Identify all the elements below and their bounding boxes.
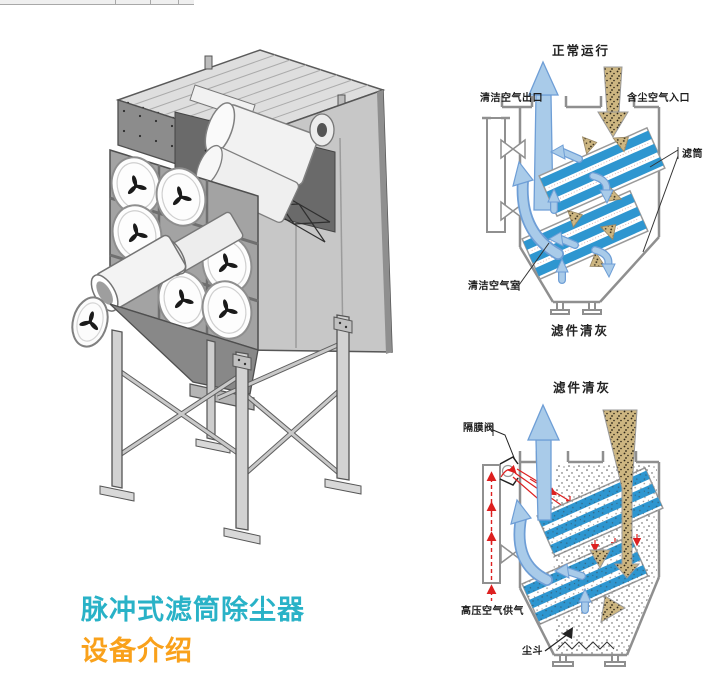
dust-pile <box>557 641 615 650</box>
lid-tab <box>204 55 213 70</box>
label-clean-air-chamber: 清洁空气室 <box>468 281 521 292</box>
label-pointers <box>492 424 573 652</box>
airflow-arrows <box>512 144 616 284</box>
dusty-air-down-arrow <box>597 66 629 138</box>
label-high-pressure-air-supply: 高压空气供气 <box>461 606 524 617</box>
airflow-arrows <box>510 403 592 614</box>
cabinet-front-face <box>109 148 259 352</box>
clean-air-duct <box>482 116 526 233</box>
filter-cartridge-ends <box>110 156 253 340</box>
dusty-air-down-arrow <box>589 409 641 623</box>
section-title: 设备介绍 <box>81 636 193 667</box>
hopper-feet <box>550 301 602 315</box>
label-dust-hopper: 尘斗 <box>522 646 543 657</box>
product-title: 脉冲式滤筒除尘器 <box>81 595 305 626</box>
table-tick <box>150 0 151 5</box>
label-filter-cartridge: 滤筒 <box>682 149 703 160</box>
dust-collector-illustration <box>71 49 393 545</box>
dust-jets <box>567 136 629 268</box>
diagram-pulse-cleaning <box>482 403 664 667</box>
label-pointers <box>518 147 679 291</box>
diagram1-title: 正常运行 <box>551 43 610 58</box>
hopper-feet <box>552 654 626 667</box>
support-stand <box>99 314 362 545</box>
label-diaphragm-valve: 隔膜阀 <box>463 423 495 434</box>
diagram-normal-operation <box>482 60 679 315</box>
extracted-cartridge <box>71 211 244 348</box>
diagram2-title: 滤件清灰 <box>552 380 611 395</box>
cartridge-end-cap <box>71 296 109 348</box>
label-clean-air-outlet: 清洁空气出口 <box>480 93 543 104</box>
cartridge-bank <box>521 534 649 626</box>
label-dusty-air-inlet: 含尘空气入口 <box>627 93 690 104</box>
table-edge-fragment <box>0 0 194 5</box>
chamber-walls <box>500 96 661 304</box>
diagram1-caption: 滤件清灰 <box>550 323 609 338</box>
table-tick <box>115 0 116 5</box>
table-tick <box>178 0 179 5</box>
